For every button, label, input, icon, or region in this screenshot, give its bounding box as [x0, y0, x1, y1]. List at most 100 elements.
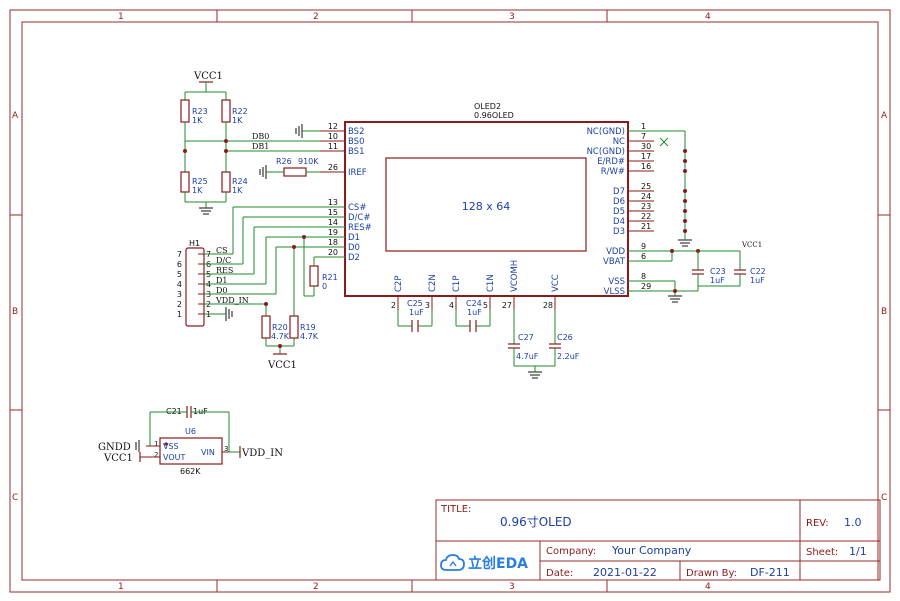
frame-row-label: C — [881, 493, 887, 503]
frame-col-label: 1 — [118, 582, 124, 592]
header-net-label: D0 — [216, 286, 228, 295]
oled-pin-name: D2 — [348, 253, 360, 263]
vdd-in-net-label: VDD_IN — [241, 448, 283, 459]
oled-pin-number: 15 — [328, 208, 338, 217]
oled-right-nets: VCC1 C23 1uF C22 1uF — [628, 130, 766, 303]
resistor-r24 — [221, 171, 231, 193]
oled-pin-name: C1P — [452, 276, 462, 292]
oled-pin-number: 8 — [641, 272, 646, 281]
oled-pin-name: VSS — [608, 277, 625, 287]
oled-pin-name: D/C# — [348, 213, 370, 223]
frame-col-label: 1 — [118, 12, 124, 22]
oled-left-pins: 12BS210BS011BS126IREF13CS#15D/C#14RES#19… — [320, 122, 372, 263]
r24-ref: R24 — [232, 177, 248, 186]
header-pin-number: 4 — [177, 280, 182, 289]
resistor-r23 — [180, 99, 190, 123]
oled-pin-name: NC(GND) — [587, 127, 625, 137]
oled-pin-number: 10 — [328, 132, 338, 141]
header-net-label: VDD_IN — [215, 296, 249, 305]
oled-pin-number: 3 — [425, 301, 430, 310]
oled-pin-number: 20 — [328, 248, 338, 257]
oled-pin-number: 5 — [483, 301, 488, 310]
capacitor-c21 — [186, 406, 192, 418]
oled-pin-number: 18 — [328, 238, 338, 247]
vcc1-net-label: VCC1 — [267, 360, 297, 371]
resistor-r25 — [180, 171, 190, 193]
resistor-r22 — [221, 99, 231, 123]
oled-pin-number: 12 — [328, 122, 338, 131]
frame-col-label: 2 — [313, 12, 319, 22]
drawn-value: DF-211 — [750, 566, 790, 579]
boot-select-resistors: VCC1 R23 1K R22 1K R25 1K R24 1K — [180, 71, 345, 215]
charge-pump-caps: C25 1uF C24 1uF C27 4.7uF C26 2.2uF — [397, 299, 580, 379]
sheet-label: Sheet: — [806, 547, 838, 558]
r20-ref: R20 — [272, 323, 288, 332]
oled-pin-number: 2 — [391, 301, 396, 310]
date-label: Date: — [546, 568, 573, 579]
oled-pin-number: 9 — [641, 242, 646, 251]
oled-pin-number: 4 — [449, 301, 454, 310]
oled-pin-number: 23 — [641, 202, 651, 211]
oled-pin-name: D0 — [348, 243, 360, 253]
oled-pin-name: C2P — [394, 276, 404, 292]
company-value: Your Company — [611, 544, 692, 557]
c26-ref: C26 — [557, 333, 573, 342]
r19-ref: R19 — [300, 323, 316, 332]
oled-pin-number: 25 — [641, 182, 651, 191]
ground-symbol — [295, 124, 303, 138]
r25-ref: R25 — [192, 177, 208, 186]
no-connect-mark — [659, 137, 669, 147]
vcc1-reg-net-label: VCC1 — [103, 453, 133, 464]
c22-value: 1uF — [750, 276, 765, 285]
lceda-logo: 立创EDA — [440, 554, 528, 572]
h1-ref: H1 — [189, 239, 200, 248]
r20-value: 4.7K — [271, 332, 290, 341]
schematic-title: 0.96寸OLED — [500, 515, 572, 529]
r23-ref: R23 — [192, 107, 208, 116]
title-label: TITLE: — [440, 504, 471, 515]
header-net-label: CS — [216, 246, 228, 255]
oled-display-text: 128 x 64 — [462, 200, 511, 213]
ground-symbol — [225, 307, 233, 321]
header-pin-number: 2 — [177, 300, 182, 309]
capacitor-c23 — [692, 269, 704, 275]
r19-value: 4.7K — [300, 332, 319, 341]
oled-pin-name: D1 — [348, 233, 360, 243]
c22-ref: C22 — [750, 267, 766, 276]
header-pin-number: 6 — [177, 260, 182, 269]
oled-pin-name: VCOMH — [510, 260, 520, 292]
oled-pin-number: 11 — [328, 142, 338, 151]
r21-ref: R21 — [322, 273, 338, 282]
cloud-icon — [440, 554, 465, 571]
c24-value: 1uF — [467, 308, 482, 317]
oled-pin-number: 19 — [328, 228, 338, 237]
header-pin-number: 7 — [177, 250, 182, 259]
u6-pin3-num: 3 — [224, 445, 228, 453]
r25-value: 1K — [192, 186, 203, 195]
oled-pin-name: D6 — [613, 197, 625, 207]
gndd-net-label: GNDD — [98, 442, 131, 453]
u6-pin-vin: VIN — [201, 448, 215, 457]
u6-value: 662K — [180, 467, 201, 476]
ground-symbol — [259, 165, 267, 179]
c27-ref: C27 — [518, 333, 534, 342]
capacitor-c27 — [508, 343, 520, 349]
oled-pin-name: IREF — [348, 168, 367, 178]
oled-pin-name: BS2 — [348, 127, 365, 137]
r22-ref: R22 — [232, 107, 248, 116]
company-label: Company: — [546, 546, 596, 557]
oled-pin-name: E/RD# — [597, 157, 625, 167]
vcc1-net-label: VCC1 — [741, 241, 762, 249]
rev-label: REV: — [806, 518, 829, 529]
r21-value: 0 — [322, 282, 327, 291]
oled-pin-number: 1 — [641, 122, 646, 131]
oled-pin-number: 29 — [641, 282, 651, 291]
oled-pin-name: C1N — [486, 274, 496, 292]
r24-value: 1K — [232, 186, 243, 195]
oled-pin-name: R/W# — [601, 167, 625, 177]
db0-net-label: DB0 — [252, 132, 269, 141]
